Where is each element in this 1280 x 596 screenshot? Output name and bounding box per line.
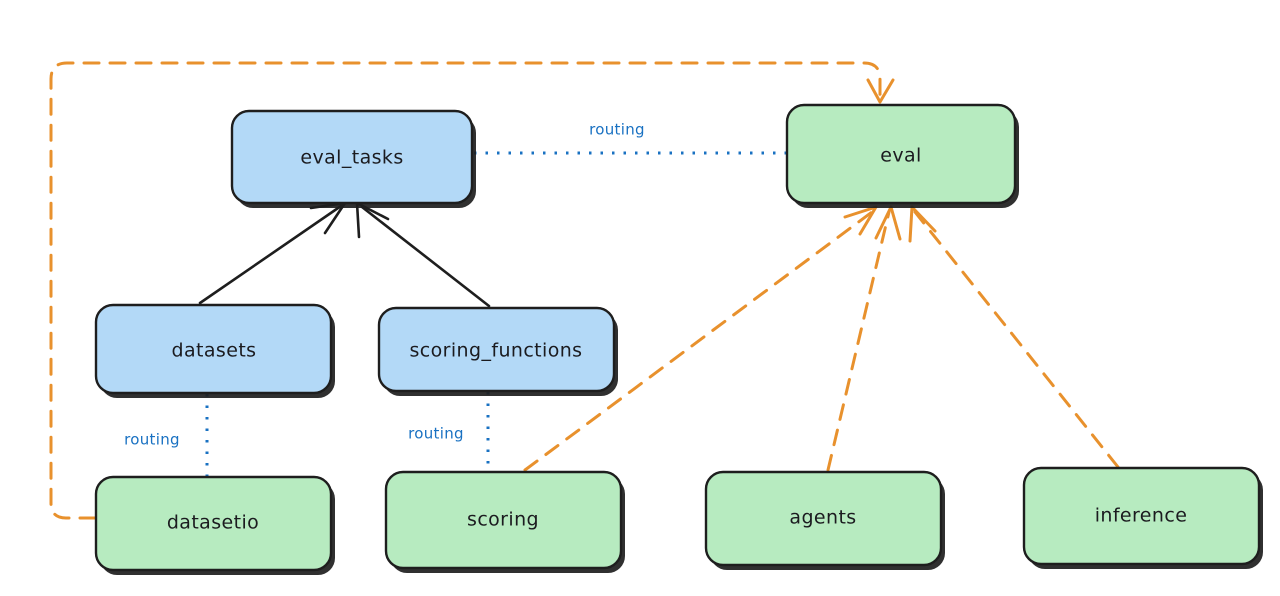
node-inference[interactable]: inference xyxy=(1022,466,1263,569)
edge-label-layer: routing routing routing xyxy=(124,121,645,449)
node-label-inference: inference xyxy=(1095,505,1188,527)
node-agents[interactable]: agents xyxy=(704,470,945,570)
node-datasetio[interactable]: datasetio xyxy=(94,475,335,575)
node-scoring[interactable]: scoring xyxy=(384,470,625,573)
node-eval[interactable]: eval xyxy=(785,103,1019,208)
edge-label-routing-eval: routing xyxy=(589,121,645,139)
node-scoring_functions[interactable]: scoring_functions xyxy=(377,306,618,396)
edge-datasetio-to-eval xyxy=(49,61,895,520)
node-label-scoring: scoring xyxy=(467,509,539,531)
edge-label-routing-scoring: routing xyxy=(408,425,464,443)
node-eval_tasks[interactable]: eval_tasks xyxy=(230,109,476,208)
edge-agents-to-eval xyxy=(826,205,902,472)
edge-scoring_functions-to-eval_tasks xyxy=(355,201,491,308)
edge-datasets-to-eval_tasks xyxy=(198,201,347,305)
node-label-scoring_functions: scoring_functions xyxy=(410,340,583,362)
node-layer: eval_tasks eval datasets scoring_functio… xyxy=(94,103,1263,575)
node-label-eval_tasks: eval_tasks xyxy=(300,147,403,169)
node-label-datasetio: datasetio xyxy=(167,512,259,534)
edge-label-routing-datasetio: routing xyxy=(124,431,180,449)
node-datasets[interactable]: datasets xyxy=(94,303,335,398)
node-label-datasets: datasets xyxy=(172,340,257,362)
node-label-eval: eval xyxy=(880,145,921,167)
node-label-agents: agents xyxy=(789,507,856,529)
edge-inference-to-eval xyxy=(908,205,1120,469)
